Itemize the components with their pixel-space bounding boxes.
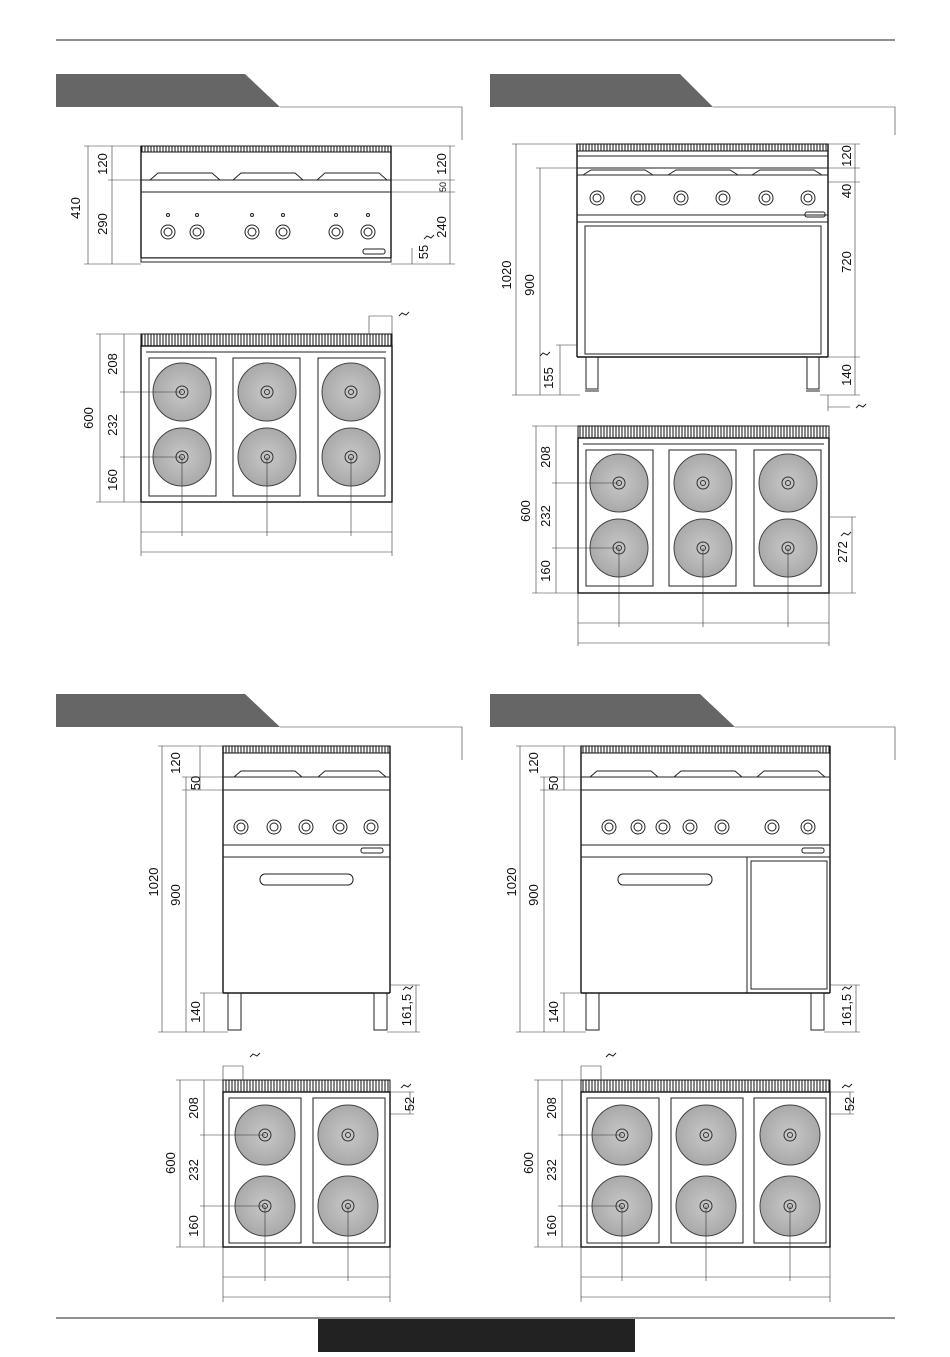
section-tab-a (56, 74, 462, 140)
dim-a-plan-d3: 160 (105, 469, 120, 491)
dim-d-plan-d3: 160 (544, 1215, 559, 1237)
dim-d-plan-depth: 600 (521, 1152, 536, 1174)
panel-b-plan-view (532, 426, 856, 646)
dim-a-plan-d1: 208 (105, 353, 120, 375)
dim-b-plan-d2: 232 (538, 505, 553, 527)
dim-c-plan-d1: 208 (186, 1097, 201, 1119)
panel-d-plan-view (534, 1053, 854, 1302)
dim-b-feet-right: 140 (839, 364, 854, 386)
dim-a-top: 120 (95, 153, 110, 175)
adjust-symbol-d-plan (842, 1084, 852, 1088)
dim-b-gap-right: 40 (839, 184, 854, 198)
dim-a-total: 410 (68, 197, 83, 219)
dim-d-total: 1020 (504, 868, 519, 897)
dim-c-feet-right: 161,5 (399, 994, 414, 1027)
dim-d-plan-d1: 208 (544, 1097, 559, 1119)
adjust-symbol-a (424, 235, 434, 239)
panel-c-plan-view (176, 1053, 414, 1302)
dim-b-work: 900 (522, 274, 537, 296)
dim-a-gap-right: 50 (438, 182, 448, 192)
dim-c-plan-depth: 600 (163, 1152, 178, 1174)
dim-a-top-right: 120 (434, 153, 449, 175)
dim-a-feet-right: 55 (416, 245, 431, 259)
dim-c-feet: 140 (188, 1001, 203, 1023)
dim-c-plan-d3: 160 (186, 1215, 201, 1237)
dim-d-top: 120 (526, 752, 541, 774)
dim-c-work: 900 (168, 884, 183, 906)
dim-b-top-right: 120 (839, 145, 854, 167)
dim-b-total: 1020 (499, 261, 514, 290)
dim-a-plan-d2: 232 (105, 414, 120, 436)
adjust-symbol-b-right (856, 404, 866, 408)
dim-d-plan-back: 52 (842, 1097, 857, 1111)
panel-d-front-view (516, 746, 860, 1032)
adjust-symbol-c (403, 986, 413, 990)
hob-plates-c (235, 1105, 378, 1236)
section-tab-b (490, 74, 895, 135)
panel-a-front-view (84, 146, 455, 264)
dim-b-plan-depth: 600 (518, 500, 533, 522)
dim-a-body-right: 240 (434, 216, 449, 238)
dim-d-work: 900 (526, 884, 541, 906)
dim-a-body: 290 (95, 213, 110, 235)
dim-c-plan-back: 52 (402, 1097, 417, 1111)
footer-bar (318, 1319, 635, 1352)
dim-c-total: 1020 (146, 868, 161, 897)
control-knobs-d (602, 820, 815, 834)
adjust-symbol-b-left (540, 352, 550, 356)
adjust-symbol-c-plan (401, 1084, 411, 1088)
adjust-symbol-d (842, 986, 852, 990)
dim-b-body-right: 720 (839, 251, 854, 273)
dim-b-plan-side: 272 (835, 541, 850, 563)
dim-c-gap: 50 (188, 776, 203, 790)
hob-plates-b (590, 454, 817, 577)
dim-c-plan-d2: 232 (186, 1159, 201, 1181)
hob-plates-a (153, 363, 380, 486)
dim-c-top: 120 (168, 752, 183, 774)
dim-d-plan-d2: 232 (544, 1159, 559, 1181)
panel-a-plan-view (96, 312, 409, 556)
adjust-symbol-b-plan (841, 532, 851, 536)
dim-d-feet-right: 161,5 (839, 994, 854, 1027)
control-knobs-a (161, 214, 375, 240)
dim-b-plan-d3: 160 (538, 560, 553, 582)
control-knobs-c (234, 820, 378, 834)
panel-b-front-view (512, 144, 860, 411)
dim-b-plan-d1: 208 (538, 446, 553, 468)
control-knobs-b (590, 191, 815, 205)
dim-b-feet-left: 155 (541, 367, 556, 389)
dim-a-plan-depth: 600 (81, 407, 96, 429)
dim-d-gap: 50 (546, 776, 561, 790)
dim-d-feet: 140 (546, 1001, 561, 1023)
